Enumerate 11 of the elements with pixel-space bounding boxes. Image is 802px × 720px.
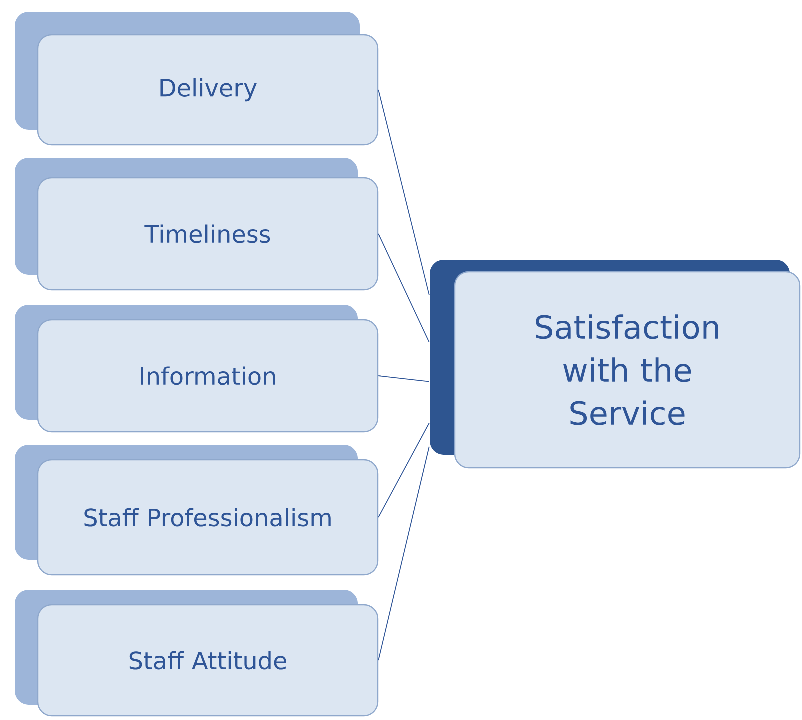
connector-line <box>378 422 430 518</box>
result-box: Satisfaction with the Service <box>430 260 801 469</box>
box: Delivery <box>15 12 379 146</box>
connector-line <box>378 90 430 296</box>
box: Timeliness <box>15 158 379 291</box>
connector-line <box>378 446 430 661</box>
connector-line <box>378 376 430 382</box>
connector-line <box>378 234 430 343</box>
box: Staff Professionalism <box>15 445 379 576</box>
box: Staff Attitude <box>15 590 379 717</box>
box: Information <box>15 305 379 433</box>
